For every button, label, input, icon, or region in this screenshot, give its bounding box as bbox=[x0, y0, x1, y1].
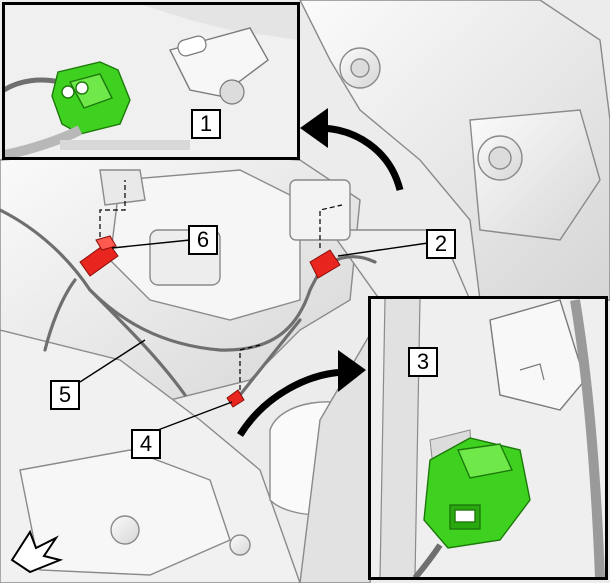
curved-arrow-icon bbox=[237, 350, 366, 437]
curved-arrow-icon bbox=[300, 108, 404, 191]
direction-arrow-icon bbox=[10, 529, 64, 574]
inset-top-left-illustration bbox=[2, 4, 298, 160]
red-connector-6 bbox=[79, 235, 119, 277]
red-connector-2 bbox=[309, 249, 341, 279]
wiring-harness bbox=[0, 208, 377, 397]
callout-2: 2 bbox=[426, 229, 456, 259]
inset-frame-top-left bbox=[2, 2, 300, 160]
inset-bottom-right-illustration bbox=[370, 297, 606, 580]
callout-1: 1 bbox=[191, 109, 221, 139]
callout-5: 5 bbox=[50, 380, 80, 410]
callout-3: 3 bbox=[408, 347, 438, 377]
callout-6: 6 bbox=[188, 225, 218, 255]
green-connector-3 bbox=[423, 437, 531, 549]
green-connector-1 bbox=[51, 61, 131, 135]
callout-4: 4 bbox=[131, 429, 161, 459]
inset-frame-bottom-right bbox=[368, 296, 608, 580]
